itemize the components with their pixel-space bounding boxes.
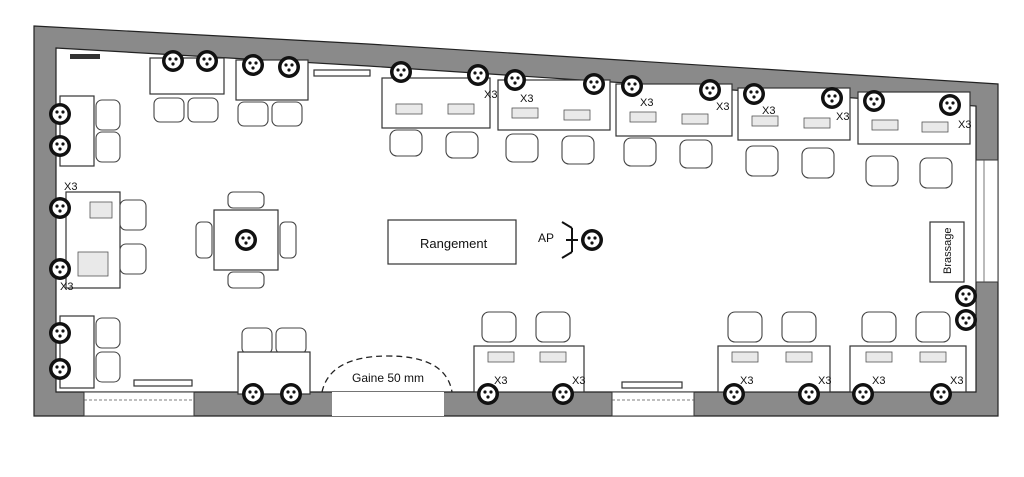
- network-outlet-icon: [798, 383, 820, 405]
- x3-label: X3: [836, 111, 849, 123]
- network-outlet-icon: [467, 64, 489, 86]
- network-outlet-icon: [583, 73, 605, 95]
- network-outlet-icon: [863, 90, 885, 112]
- network-outlets: [49, 50, 977, 405]
- network-outlet-icon: [242, 54, 264, 76]
- x3-label: X3: [872, 375, 885, 387]
- meeting-table: [195, 191, 297, 289]
- network-outlet-icon: [49, 103, 71, 125]
- network-outlet-icon: [196, 50, 218, 72]
- network-outlet-icon: [49, 322, 71, 344]
- x3-label: X3: [484, 89, 497, 101]
- network-outlet-icon: [723, 383, 745, 405]
- network-outlet-icon: [939, 94, 961, 116]
- network-outlet-icon: [278, 56, 300, 78]
- x3-label: X3: [762, 105, 775, 117]
- storage-label: Rangement: [420, 236, 488, 251]
- patch-label: Brassage: [942, 228, 954, 274]
- network-outlet-icon: [581, 229, 603, 251]
- window-bottom-left: [83, 391, 195, 417]
- x3-label: X3: [60, 281, 73, 293]
- x3-label: X3: [640, 97, 653, 109]
- x3-label: X3: [494, 375, 507, 387]
- network-outlet-icon: [504, 69, 526, 91]
- doorway-bottom: [332, 392, 444, 416]
- network-outlet-icon: [49, 197, 71, 219]
- network-outlet-icon: [743, 83, 765, 105]
- x3-label: X3: [64, 181, 77, 193]
- network-outlet-icon: [552, 383, 574, 405]
- network-outlet-icon: [621, 75, 643, 97]
- window-bottom-right: [611, 391, 695, 417]
- network-outlet-icon: [390, 61, 412, 83]
- network-outlet-icon: [280, 383, 302, 405]
- network-outlet-icon: [821, 87, 843, 109]
- x3-label: X3: [740, 375, 753, 387]
- network-outlet-icon: [699, 79, 721, 101]
- network-outlet-icon: [162, 50, 184, 72]
- access-point-icon: [561, 221, 578, 259]
- network-outlet-icon: [49, 258, 71, 280]
- desk-row-bottom: [473, 311, 967, 393]
- network-outlet-icon: [49, 358, 71, 380]
- shaft-label: Gaine 50 mm: [352, 371, 424, 385]
- network-outlet-icon: [235, 229, 257, 251]
- network-outlet-icon: [49, 135, 71, 157]
- x3-label: X3: [716, 101, 729, 113]
- ap-label: AP: [538, 231, 554, 245]
- x3-label: X3: [818, 375, 831, 387]
- network-outlet-icon: [477, 383, 499, 405]
- door-icon: [321, 355, 453, 393]
- x3-label: X3: [950, 375, 963, 387]
- desk-column-left: [59, 95, 147, 389]
- network-outlet-icon: [930, 383, 952, 405]
- network-outlet-icon: [242, 383, 264, 405]
- network-outlet-icon: [852, 383, 874, 405]
- x3-label: X3: [572, 375, 585, 387]
- network-outlet-icon: [955, 285, 977, 307]
- x3-label: X3: [958, 119, 971, 131]
- network-outlet-icon: [955, 309, 977, 331]
- patch-panel: [929, 221, 965, 283]
- x3-label: X3: [520, 93, 533, 105]
- storage-cabinet: [387, 219, 517, 265]
- radiator-icon: [70, 54, 683, 389]
- window-right: [975, 159, 999, 283]
